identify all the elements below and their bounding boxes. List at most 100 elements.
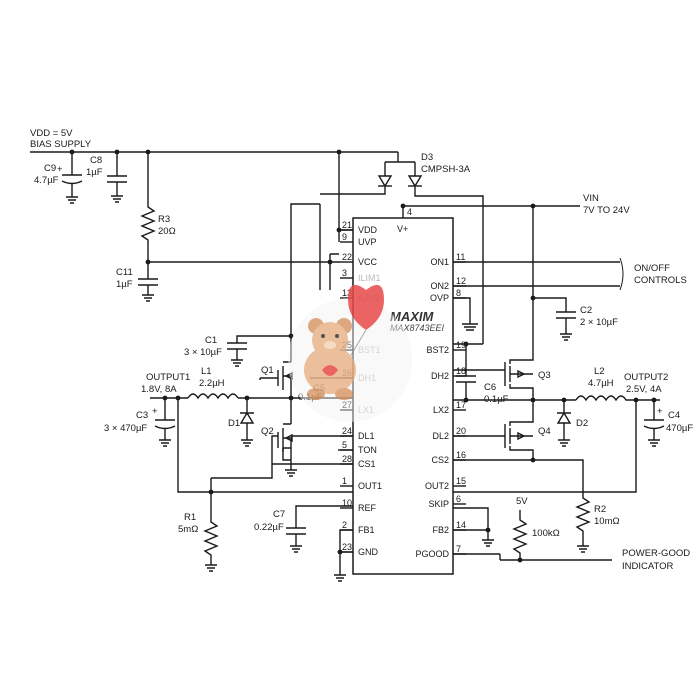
bias-supply-section: VDD = 5V BIAS SUPPLY + C9 4.7µF C8 1µF R… xyxy=(30,128,416,336)
controls-label: CONTROLS xyxy=(634,275,687,286)
pin-number-left: 10 xyxy=(342,498,352,508)
c11-name: C11 xyxy=(116,267,133,278)
d3-value: CMPSH-3A xyxy=(421,164,471,175)
output2-label: OUTPUT2 xyxy=(624,372,668,383)
pin-name-right: OUT2 xyxy=(425,481,449,491)
pin-name-left: OUT1 xyxy=(358,481,382,491)
pin-name-right: ON1 xyxy=(430,257,449,267)
teddy-bear-watermark xyxy=(288,284,412,422)
pin-number-left: 21 xyxy=(342,220,352,230)
pin-name-left: BST1 xyxy=(358,345,381,355)
vin-name: VIN xyxy=(583,193,599,204)
ic-max8743: MAXIM MAX8743EEI 4 V+ xyxy=(352,206,454,575)
pin-name-right: ON2 xyxy=(430,281,449,291)
on-off-controls: ON/OFF CONTROLS xyxy=(453,257,687,331)
svg-text:+: + xyxy=(152,406,158,417)
c9-value: 4.7µF xyxy=(34,175,59,186)
pin-name-left: ILIM1 xyxy=(358,273,381,283)
pin-number-right: 16 xyxy=(456,450,466,460)
pin-name-right: DL2 xyxy=(432,431,449,441)
c4-value: 470µF xyxy=(666,423,693,434)
ic-part-number: MAX8743EEI xyxy=(390,323,445,333)
ic-right-pins: 11ON112ON28OVP19BST218DH217LX220DL216CS2… xyxy=(415,252,466,559)
vin-rail: VIN 7V TO 24V C2 2 × 10µF xyxy=(400,193,630,358)
pin-number-right: 14 xyxy=(456,520,466,530)
q2-name: Q2 xyxy=(261,426,274,437)
pin-name-right: BST2 xyxy=(426,345,449,355)
c2-name: C2 xyxy=(580,305,592,316)
pin-name-right: CS2 xyxy=(431,455,449,465)
pin-number-right: 15 xyxy=(456,476,466,486)
d3-dual-diode: D3 CMPSH-3A xyxy=(320,152,484,344)
pin-name-top: V+ xyxy=(397,224,408,234)
l2-name: L2 xyxy=(594,366,605,377)
pin-name-right: SKIP xyxy=(428,499,449,509)
pin-name-left: VCC xyxy=(358,257,378,267)
pin-number-left: 23 xyxy=(342,542,352,552)
bias-supply-label: BIAS SUPPLY xyxy=(30,139,92,150)
output1-label: OUTPUT1 xyxy=(146,372,190,383)
pin-name-right: FB2 xyxy=(432,525,449,535)
pin-number-left: 3 xyxy=(342,268,347,278)
pin-name-left: CS1 xyxy=(358,459,376,469)
pin-number-left: 27 xyxy=(342,400,352,410)
c3-value: 3 × 470µF xyxy=(104,423,147,434)
l1-name: L1 xyxy=(201,366,212,377)
pin-name-left: GND xyxy=(358,547,379,557)
indicator-label: INDICATOR xyxy=(622,561,674,572)
pin-number-right: 7 xyxy=(456,544,461,554)
c11-value: 1µF xyxy=(116,279,133,290)
pin-name-right: PGOOD xyxy=(415,549,449,559)
vdd-supply-label: VDD = 5V xyxy=(30,128,73,139)
c7-name: C7 xyxy=(273,509,285,520)
output2-section: C6 0.1µF Q3 L2 4.7µH OUTPUT2 2.5V, 4A + … xyxy=(453,341,693,572)
pin-name-left: DL1 xyxy=(358,431,375,441)
d1-name: D1 xyxy=(228,418,240,429)
pin-number-left: 13 xyxy=(342,288,352,298)
pin-number-left: 22 xyxy=(342,252,352,262)
on-off-label: ON/OFF xyxy=(634,263,670,274)
pin-name-left: VDD xyxy=(358,225,378,235)
svg-text:+: + xyxy=(657,406,663,417)
c8-value: 1µF xyxy=(86,167,103,178)
l2-value: 4.7µH xyxy=(588,378,614,389)
pin-name-left: DH1 xyxy=(358,373,376,383)
pin-number-right: 12 xyxy=(456,276,466,286)
r1-name: R1 xyxy=(184,512,196,523)
pin-number-right: 18 xyxy=(456,366,466,376)
c2-value: 2 × 10µF xyxy=(580,317,618,328)
pin-number-left: 24 xyxy=(342,426,352,436)
ic-body xyxy=(352,217,454,575)
pin-number-right: 19 xyxy=(456,340,466,350)
l1-value: 2.2µH xyxy=(199,378,225,389)
q3-name: Q3 xyxy=(538,370,551,381)
pin-num-top: 4 xyxy=(407,207,412,217)
pin-number-left: 9 xyxy=(342,232,347,242)
pin-name-left: REF xyxy=(358,503,377,513)
ic-brand-logo: MAXIM xyxy=(390,309,435,324)
r3-value: 20Ω xyxy=(158,226,176,237)
c3-name: C3 xyxy=(136,410,148,421)
output1-section: C1 3 × 10µF Q1 C5 0.1µF L1 2.2µH OUTPUT1… xyxy=(104,333,353,582)
c7-value: 0.22µF xyxy=(254,522,284,533)
pin-name-right: DH2 xyxy=(431,371,449,381)
c1-value: 3 × 10µF xyxy=(184,347,222,358)
pin-number-left: 1 xyxy=(342,476,347,486)
c9-name: C9 xyxy=(44,163,56,174)
vin-value: 7V TO 24V xyxy=(583,205,630,216)
c8-name: C8 xyxy=(90,155,102,166)
pot-value: 100kΩ xyxy=(532,528,560,539)
q4-name: Q4 xyxy=(538,426,551,437)
svg-text:+: + xyxy=(57,164,63,175)
d3-name: D3 xyxy=(421,152,433,163)
pin-number-left: 28 xyxy=(342,454,352,464)
pin-number-right: 8 xyxy=(456,288,461,298)
r3-name: R3 xyxy=(158,214,170,225)
pin-name-left: TON xyxy=(358,445,377,455)
pin-name-right: LX2 xyxy=(433,405,449,415)
output2-rating: 2.5V, 4A xyxy=(626,384,662,395)
pot-supply-label: 5V xyxy=(516,496,528,507)
c1-name: C1 xyxy=(205,335,217,346)
output1-rating: 1.8V, 8A xyxy=(141,384,177,395)
